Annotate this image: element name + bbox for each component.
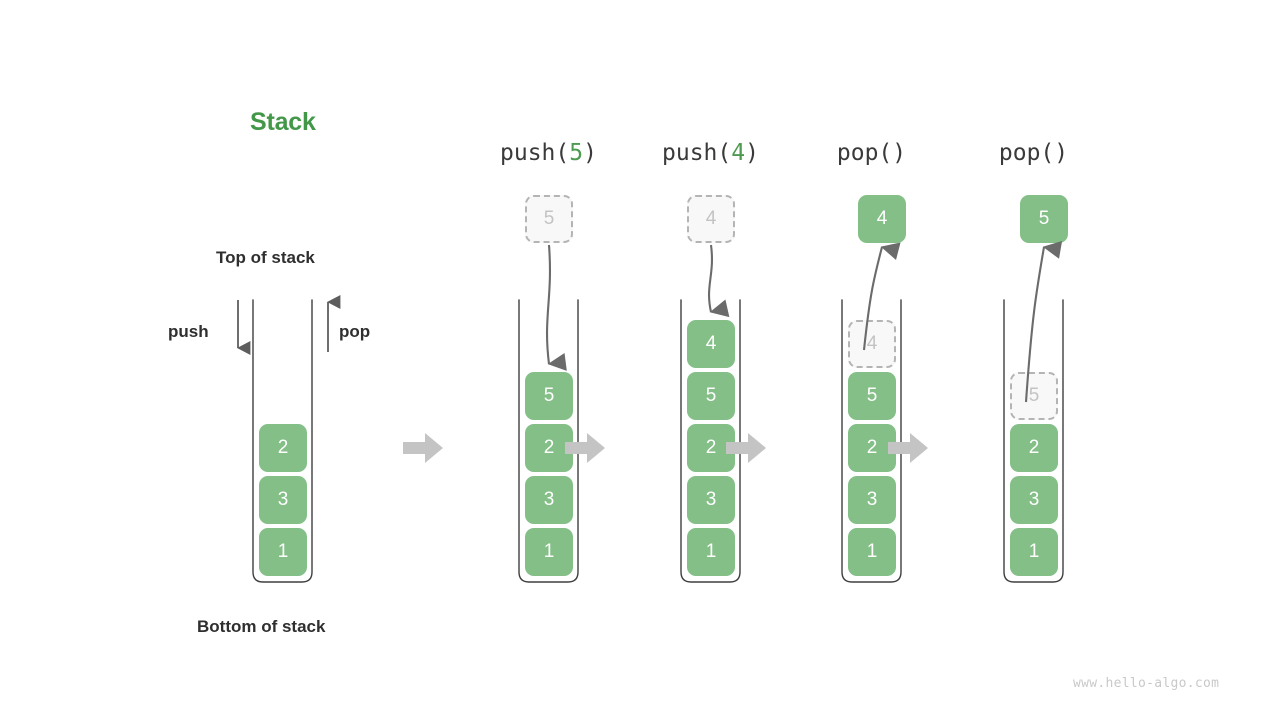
stack-cell: 5 [687, 372, 735, 420]
floating-element-pop2: 5 [1020, 195, 1068, 243]
stack-cell: 2 [848, 424, 896, 472]
stack-cell: 2 [1010, 424, 1058, 472]
stack-cell: 2 [259, 424, 307, 472]
stack-cell: 3 [525, 476, 573, 524]
stack-cell: 1 [687, 528, 735, 576]
watermark: www.hello-algo.com [1073, 676, 1220, 691]
stack-cell: 5 [525, 372, 573, 420]
stack-cell: 1 [1010, 528, 1058, 576]
operation-label-pop1: pop() [792, 140, 952, 166]
label-push: push [168, 322, 209, 341]
op-name: push( [500, 140, 570, 166]
floating-element-push4: 4 [687, 195, 735, 243]
stack-cell: 5 [1010, 372, 1058, 420]
push-curve-arrow [545, 244, 567, 371]
op-name: pop( [998, 140, 1055, 166]
stack-cell: 3 [687, 476, 735, 524]
op-close-paren: ) [1054, 140, 1069, 166]
stack-cell: 5 [848, 372, 896, 420]
operation-label-push4: push(4) [631, 140, 791, 166]
stack-cell: 1 [259, 528, 307, 576]
page-title: Stack [250, 108, 316, 136]
stack-cell: 3 [848, 476, 896, 524]
label-bottom-of-stack: Bottom of stack [197, 617, 326, 636]
stack-cell: 1 [848, 528, 896, 576]
op-argument: 4 [731, 140, 746, 166]
op-name: pop( [836, 140, 893, 166]
op-argument: 5 [569, 140, 584, 166]
transition-arrow [403, 433, 443, 463]
stack-cell: 3 [1010, 476, 1058, 524]
stack-cell: 4 [687, 320, 735, 368]
push-curve-arrow [707, 244, 730, 318]
stack-cell: 1 [525, 528, 573, 576]
stack-cell: 2 [525, 424, 573, 472]
operation-label-push5: push(5) [469, 140, 629, 166]
stack-cell: 2 [687, 424, 735, 472]
stack-cell: 4 [848, 320, 896, 368]
floating-element-push5: 5 [525, 195, 573, 243]
op-close-paren: ) [745, 140, 759, 166]
stack-cell: 3 [259, 476, 307, 524]
op-close-paren: ) [892, 140, 907, 166]
op-close-paren: ) [583, 140, 597, 166]
label-pop: pop [339, 322, 371, 341]
operation-label-pop2: pop() [954, 140, 1114, 166]
label-top-of-stack: Top of stack [216, 248, 315, 267]
floating-element-pop1: 4 [858, 195, 906, 243]
op-name: push( [662, 140, 732, 166]
